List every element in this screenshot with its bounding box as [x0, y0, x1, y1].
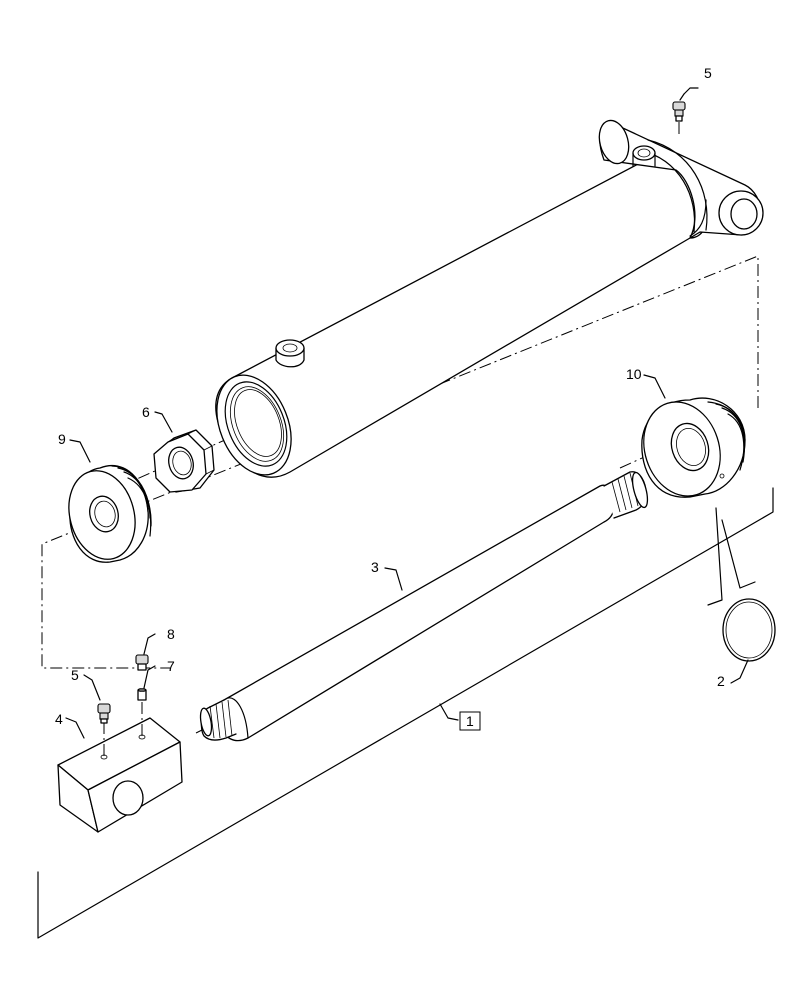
callout-4: 4	[55, 711, 63, 727]
callout-9: 9	[58, 431, 66, 447]
clevis-block	[57, 702, 183, 833]
gland-head	[641, 397, 746, 498]
callout-1: 1	[466, 713, 474, 729]
callout-10: 10	[626, 366, 642, 382]
callout-7: 7	[167, 658, 175, 674]
grease-fitting-left	[97, 703, 111, 724]
callout-labels: 5 10 6 9 3 8 7 5 4 2 1	[55, 65, 725, 731]
assembly-bracket	[37, 487, 774, 939]
callout-6: 6	[142, 404, 150, 420]
callout-5-top: 5	[704, 65, 712, 81]
cylinder-barrel	[215, 119, 764, 478]
plug	[137, 688, 147, 701]
callout-8: 8	[167, 626, 175, 642]
grease-fitting-top	[672, 101, 686, 138]
leader-lines	[65, 87, 749, 739]
piston	[68, 464, 152, 563]
hex-nut	[153, 429, 215, 493]
piston-rod	[199, 471, 649, 742]
callout-2: 2	[717, 673, 725, 689]
o-ring	[707, 507, 776, 662]
callout-1-box	[459, 711, 481, 731]
callout-3: 3	[371, 559, 379, 575]
set-screw	[135, 654, 149, 671]
callout-5-left: 5	[71, 667, 79, 683]
